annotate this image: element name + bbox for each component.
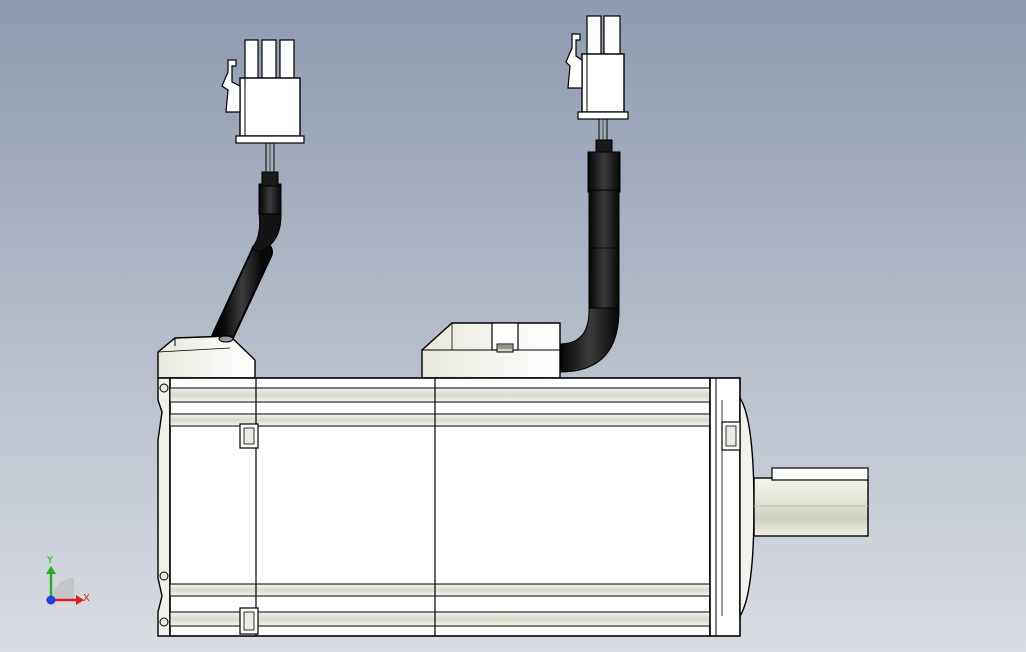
bottom-rib-upper (169, 583, 711, 597)
left-plug-body (239, 77, 301, 137)
right-plug-slot-2 (603, 15, 621, 55)
y-axis-arrow (46, 566, 56, 574)
z-axis-dot (46, 595, 56, 605)
right-cable-boss[interactable] (421, 322, 561, 379)
left-cable (213, 243, 271, 347)
top-rib-upper (169, 387, 711, 403)
right-plug-body (581, 53, 625, 113)
left-plug-slot-1 (244, 39, 259, 79)
right-sleeve (587, 151, 621, 193)
x-axis-label: X (83, 593, 90, 604)
triad-arc (52, 578, 74, 600)
left-cable-assembly[interactable] (211, 39, 305, 349)
motor-body[interactable] (157, 377, 711, 637)
left-boss-grommet (218, 335, 234, 343)
right-cable-bend (559, 307, 620, 373)
axis-triad: Y X (46, 555, 90, 605)
right-plug-latch (565, 33, 583, 89)
right-cable-assembly[interactable] (559, 15, 629, 373)
left-plug-flange (235, 135, 305, 144)
y-axis-label: Y (46, 555, 54, 566)
shaft-key (771, 467, 869, 481)
right-cable-vertical (588, 189, 620, 311)
left-sleeve (258, 183, 282, 215)
x-axis-arrow (76, 595, 84, 605)
left-plug-slot-3 (279, 39, 295, 79)
left-sleeve-tip (261, 171, 279, 187)
right-plug-flange (577, 111, 629, 120)
output-shaft[interactable] (753, 467, 869, 537)
left-plug-slot-2 (261, 39, 277, 79)
right-plug-slot-1 (586, 15, 602, 55)
front-flange[interactable] (709, 377, 755, 637)
left-plug-latch (221, 59, 241, 113)
